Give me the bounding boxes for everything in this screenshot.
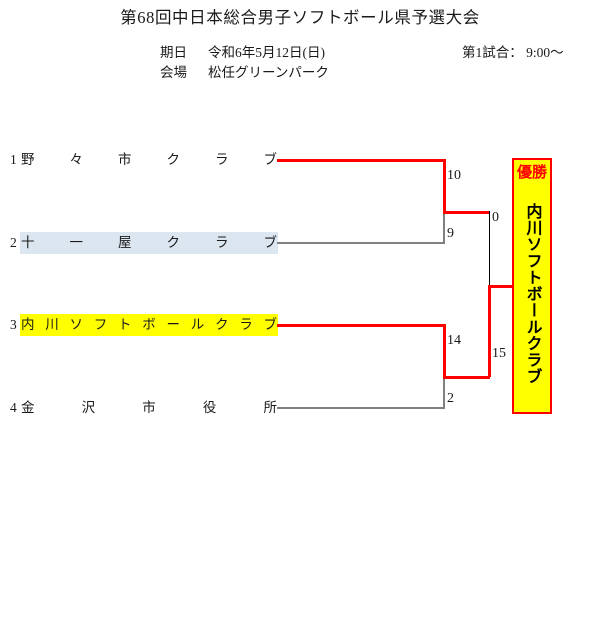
event-venue-value: 松任グリーンパーク	[208, 65, 329, 80]
seed-team-name: 野々市クラブ	[21, 152, 277, 167]
page-title: 第68回中日本総合男子ソフトボール県予選大会	[120, 8, 480, 27]
bracket-line-champion-arm	[488, 285, 514, 288]
score-semi-bottom-winner: 14	[447, 333, 461, 348]
event-date-value: 令和6年5月12日(日)	[208, 45, 325, 60]
score-final-bottom: 15	[492, 346, 506, 361]
champion-label: 優勝	[516, 165, 547, 181]
score-semi-top-winner: 10	[447, 168, 461, 183]
champion-team-name: 内川ソフトボールクラブ	[523, 203, 541, 385]
score-semi-top-loser: 9	[447, 226, 454, 241]
bracket-seed-1: 1 野々市クラブ	[10, 149, 278, 171]
score-final-top: 0	[492, 210, 499, 225]
seed-team-name: 内川ソフトボールクラブ	[20, 314, 278, 336]
bracket-connector-final-top	[489, 211, 490, 287]
event-date-label: 期日	[160, 45, 187, 60]
seed-number: 4	[10, 400, 17, 415]
bracket-connector-semi-top-winner	[443, 159, 446, 212]
bracket-line-final-bottom-arm	[443, 376, 490, 379]
seed-number: 2	[10, 235, 17, 250]
bracket-line-seed1-arm	[277, 159, 445, 162]
event-date-row: 期日 令和6年5月12日(日)	[160, 43, 329, 63]
bracket-seed-4: 4 金沢市役所	[10, 397, 278, 419]
event-venue-row: 会場 松任グリーンパーク	[160, 63, 329, 83]
seed-number: 1	[10, 152, 17, 167]
event-info: 期日 令和6年5月12日(日) 会場 松任グリーンパーク	[160, 43, 329, 83]
event-venue-label: 会場	[160, 65, 187, 80]
bracket-line-seed3-arm	[277, 324, 445, 327]
bracket-line-final-top-arm	[443, 211, 490, 214]
seed-team-name: 金沢市役所	[21, 400, 277, 415]
first-game-time: 第1試合： 9:00〜	[462, 45, 564, 60]
bracket-connector-final-bottom	[488, 285, 491, 377]
seed-team-name: 十一屋クラブ	[20, 232, 278, 254]
bracket-line-seed4-arm	[277, 407, 445, 409]
bracket-connector-semi-bottom-winner	[443, 324, 446, 377]
bracket-connector-semi-top-loser	[443, 212, 445, 243]
bracket-line-seed2-arm	[277, 242, 445, 244]
bracket-connector-semi-bottom-loser	[443, 377, 445, 408]
seed-number: 3	[10, 317, 17, 332]
champion-box: 優勝 内川ソフトボールクラブ	[512, 158, 552, 414]
score-semi-bottom-loser: 2	[447, 391, 454, 406]
